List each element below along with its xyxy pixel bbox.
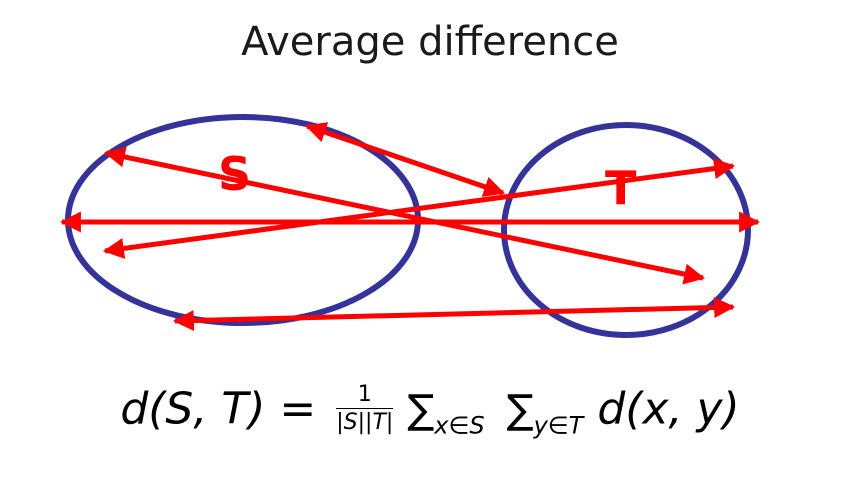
average-distance-formula: d(S, T) = 1 |S||T| ∑x∈S ∑y∈T d(x, y) (0, 382, 860, 440)
sum-over-t-symbol: ∑ (506, 387, 534, 434)
slide-title: Average difference (241, 19, 619, 65)
formula-rhs: d(x, y) (597, 383, 740, 435)
fraction-denominator: |S||T| (336, 410, 394, 436)
set-s-label: S (218, 147, 251, 201)
set-t-ellipse (501, 122, 751, 338)
distance-arrow (102, 158, 736, 259)
formula-lhs: d(S, T) (120, 383, 266, 435)
sum-over-s-subscript: x∈S (434, 411, 485, 440)
sum-over-s-symbol: ∑ (407, 387, 435, 434)
set-t-label: T (605, 161, 637, 215)
sum-over-t-subscript: y∈T (533, 411, 584, 440)
distance-arrow (172, 296, 736, 332)
formula-equals: = (279, 383, 317, 435)
fraction-numerator: 1 (336, 382, 394, 410)
formula-fraction: 1 |S||T| (336, 382, 394, 436)
